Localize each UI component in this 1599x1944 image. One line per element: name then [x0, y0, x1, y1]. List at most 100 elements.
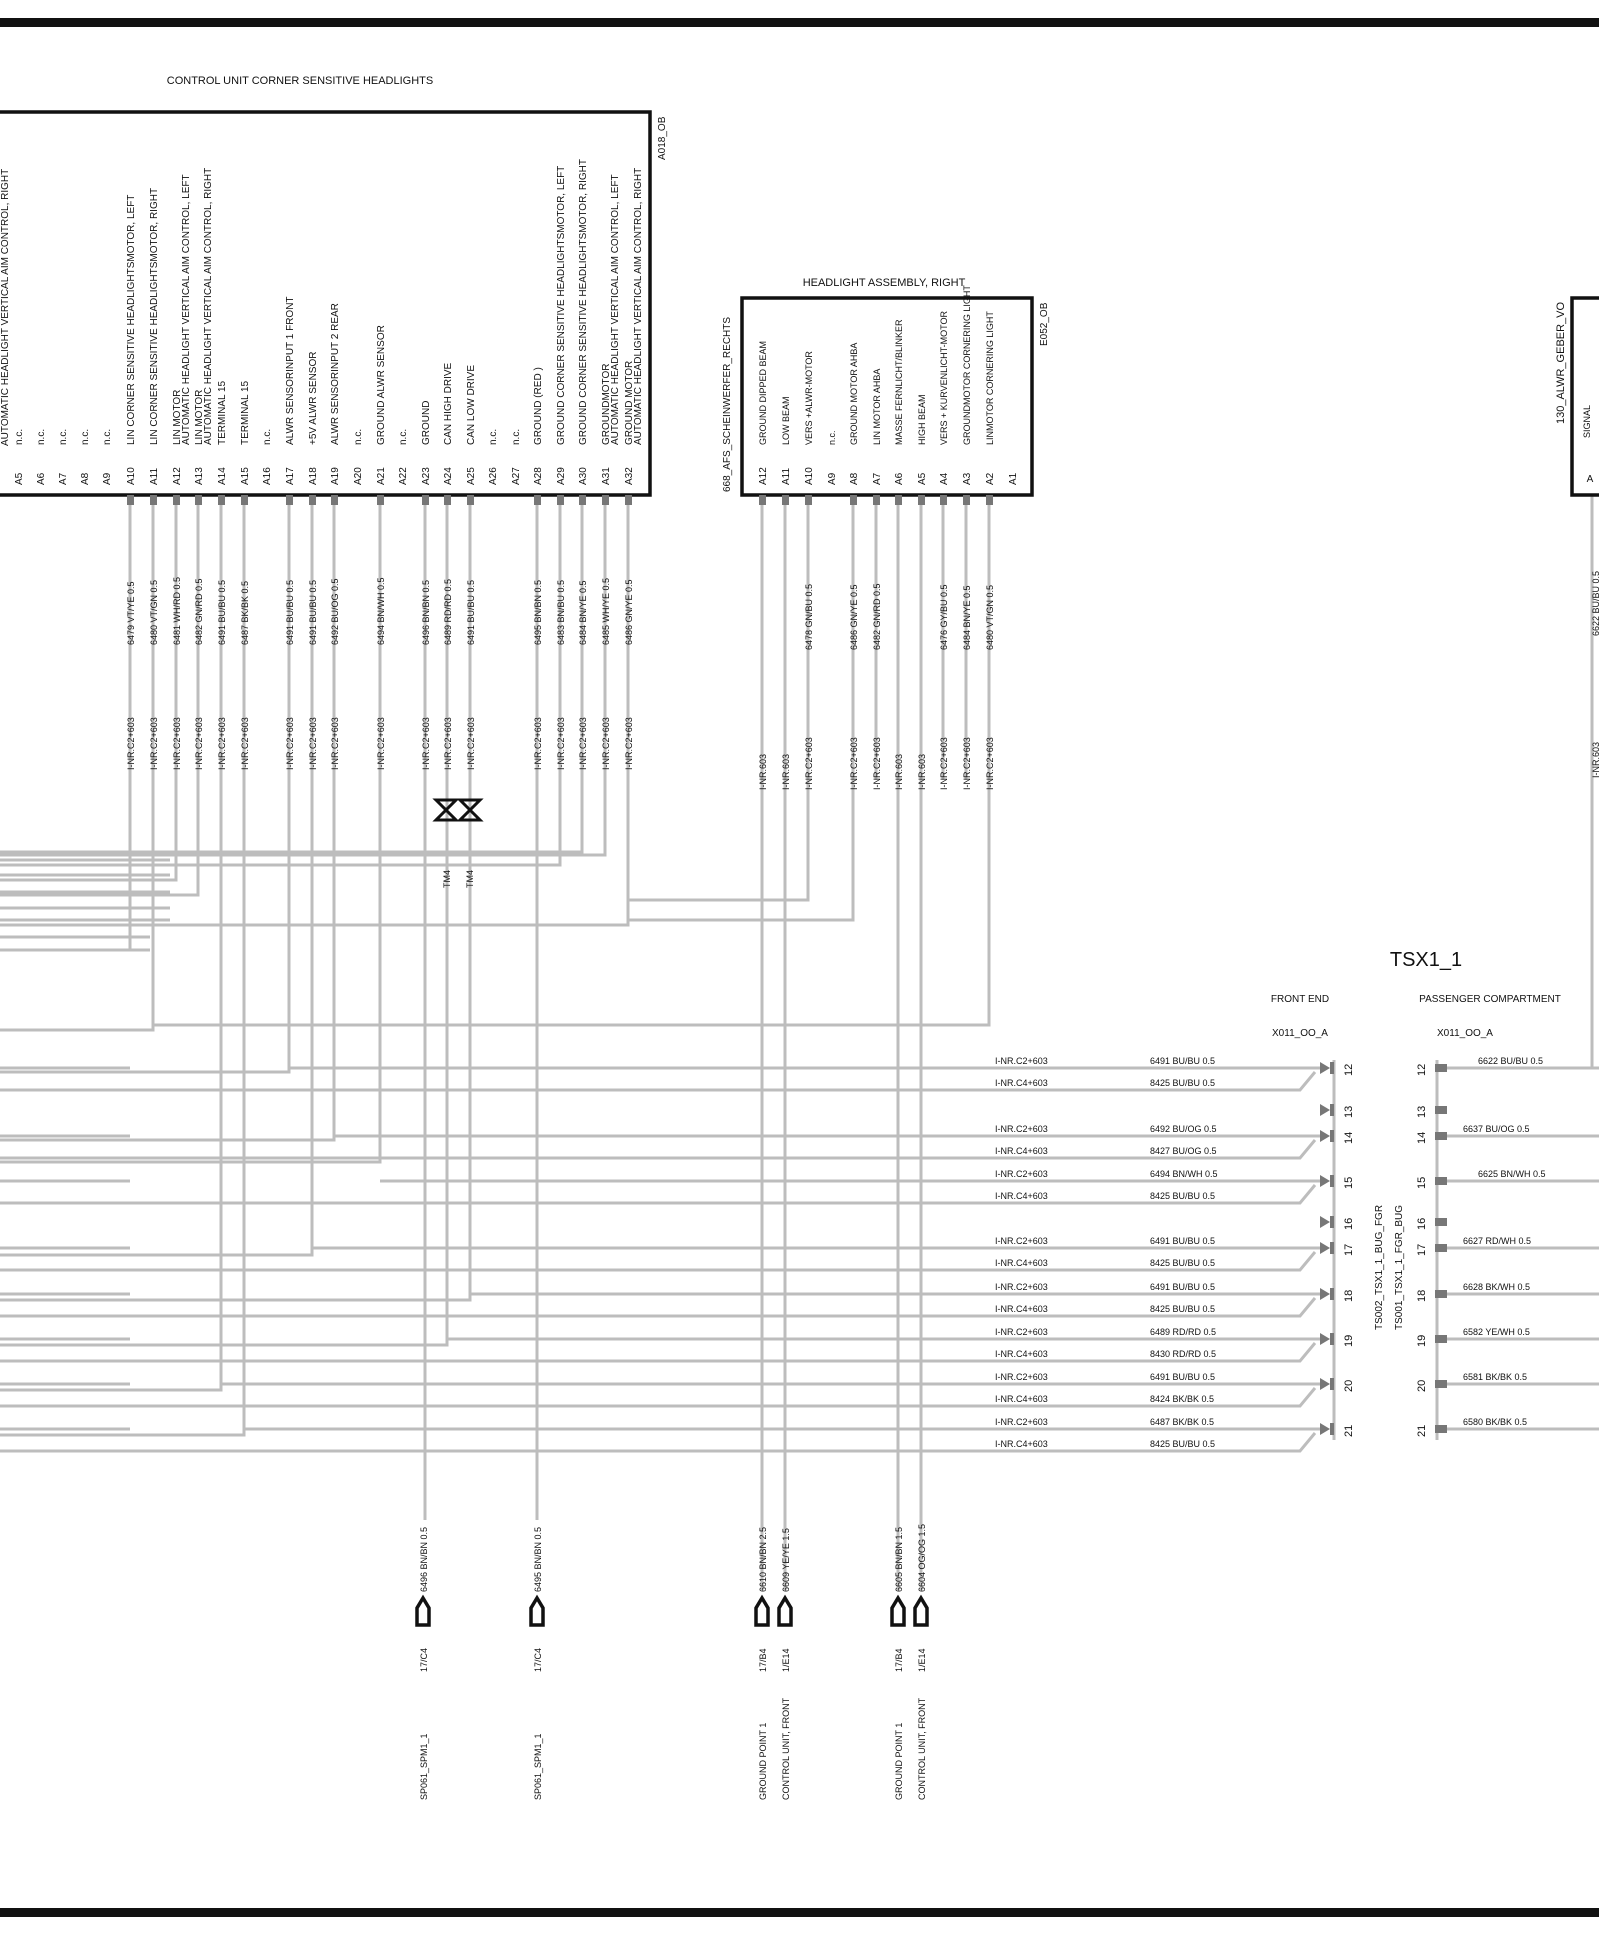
control-unit-wire-label: 6487 BK/BK 0.5 — [240, 581, 250, 645]
connector-pin-number-front: 19 — [1343, 1335, 1355, 1347]
control-unit-pin-function-2: AUTOMATIC HEADLIGHT VERTICAL AIM CONTROL… — [181, 174, 192, 445]
control-unit-wire-label: 6486 GN/YE 0.5 — [624, 579, 634, 645]
connector-pin-number-front: 15 — [1343, 1177, 1355, 1189]
sensor-inr-label: I-NR.603 — [1591, 742, 1599, 778]
connector-inr-label: I-NR.C2+603 — [995, 1056, 1048, 1066]
connector-pin-front-body — [1330, 1242, 1334, 1254]
wire — [0, 505, 630, 927]
headlight-inr-label: I-NR.603 — [781, 754, 791, 790]
control-unit-pin-function: n.c. — [511, 429, 522, 445]
headlight-box[interactable] — [740, 296, 1034, 497]
pin-terminal — [150, 495, 157, 505]
pin-terminal — [918, 495, 925, 505]
ground-symbol-icon — [777, 1594, 793, 1627]
control-unit-pin-number: A8 — [80, 472, 91, 485]
control-unit-pin-number: A18 — [308, 467, 319, 485]
control-unit-pin-function: GROUND MOTOR — [624, 361, 635, 445]
headlight-pin-function: LOW BEAM — [781, 396, 791, 445]
headlight-pin-number: A3 — [962, 472, 973, 485]
connector-inr-label: I-NR.C4+603 — [995, 1258, 1048, 1268]
control-unit-pin-number: A19 — [330, 467, 341, 485]
pin-terminal — [309, 495, 316, 505]
control-unit-inr-label: I-NR.C2+603 — [376, 717, 386, 770]
sensor-box[interactable] — [1570, 296, 1599, 497]
sensor-pin-label: A — [1587, 474, 1594, 485]
connector-passenger-wire-label: 6580 BK/BK 0.5 — [1463, 1417, 1527, 1427]
connector-inr-label: I-NR.C4+603 — [995, 1394, 1048, 1404]
connector-pin-front — [1320, 1378, 1330, 1390]
headlight-wire-label: 6482 GN/RD 0.5 — [872, 583, 882, 650]
pin-terminal — [241, 495, 248, 505]
ground-name: SP061_SPM1_1 — [419, 1733, 429, 1800]
control-unit-pin-number: A20 — [353, 467, 364, 485]
ground-wire-label: 6496 BN/BN 0.5 — [419, 1527, 429, 1592]
headlight-wire-label: 6476 GY/BU 0.5 — [939, 584, 949, 650]
connector-pin-number-front: 14 — [1343, 1132, 1355, 1144]
connector-inr-label: I-NR.C4+603 — [995, 1439, 1048, 1449]
wire — [0, 505, 200, 897]
control-unit-pin-number: A13 — [194, 467, 205, 485]
wire — [0, 505, 336, 1142]
pin-terminal — [963, 495, 970, 505]
pin-terminal — [444, 495, 451, 505]
headlight-pin-number: A10 — [804, 467, 815, 485]
control-unit-pin-function-2: AUTOMATIC HEADLIGHT VERTICAL AIM CONTROL… — [633, 168, 644, 445]
connector-pin-passenger — [1435, 1290, 1447, 1298]
headlight-wire-label: 6484 BN/YE 0.5 — [962, 585, 972, 650]
connector-pin-passenger — [1435, 1380, 1447, 1388]
connector-inr-label: I-NR.C4+603 — [995, 1191, 1048, 1201]
sensor-label: 130_ALWR_GEBER_VO — [1555, 301, 1567, 424]
control-unit-wire-label: 6496 BN/BN 0.5 — [421, 580, 431, 645]
wire — [0, 505, 132, 952]
connector-wire-label: 6491 BU/BU 0.5 — [1150, 1372, 1215, 1382]
pin-terminal — [759, 495, 766, 505]
headlight-pin-function: GROUND MOTOR AHBA — [849, 343, 859, 445]
control-unit-pin-function: n.c. — [353, 429, 364, 445]
connector-passenger-wire-label: 6637 BU/OG 0.5 — [1463, 1124, 1530, 1134]
connector-pin-number-front: 13 — [1343, 1106, 1355, 1118]
ground-reference: 1/E14 — [781, 1648, 791, 1672]
headlight-side-label: 668_AFS_SCHEINWERFER_RECHTS — [722, 317, 733, 492]
wire — [0, 505, 382, 1164]
connector-pin-passenger — [1435, 1244, 1447, 1252]
connector-wire-label: 8425 BU/BU 0.5 — [1150, 1439, 1215, 1449]
connector-pin-front-body — [1330, 1104, 1334, 1116]
connector-pin-front-body — [1330, 1216, 1334, 1228]
wire-layer — [0, 495, 1599, 1590]
pin-terminal — [286, 495, 293, 505]
control-unit-pin-number: A15 — [240, 467, 251, 485]
control-unit-pin-number: A17 — [285, 467, 296, 485]
control-unit-pin-number: A30 — [578, 467, 589, 485]
connector-passenger-wire-label: 6622 BU/BU 0.5 — [1478, 1056, 1543, 1066]
control-unit-wire-label: 6494 BN/WH 0.5 — [376, 577, 386, 645]
control-unit-pin-function: GROUND — [421, 401, 432, 445]
connector-pin-front — [1320, 1288, 1330, 1300]
connector-pin-front — [1320, 1062, 1330, 1074]
headlight-pin-function: LINMOTOR CORNERING LIGHT — [985, 311, 995, 445]
pin-terminal — [422, 495, 429, 505]
pin-terminal — [579, 495, 586, 505]
ground-reference: 1/E14 — [917, 1648, 927, 1672]
connector-passenger-wire-label: 6581 BK/BK 0.5 — [1463, 1372, 1527, 1382]
pin-terminal — [127, 495, 134, 505]
ground-name: CONTROL UNIT, FRONT — [917, 1697, 927, 1800]
control-unit-pin-number: A11 — [149, 468, 160, 485]
control-unit-pin-function: CAN HIGH DRIVE — [443, 362, 454, 445]
headlight-pin-number: A7 — [872, 472, 883, 485]
connector-pin-number-passenger: 17 — [1416, 1244, 1428, 1256]
connector-pin-number-front: 21 — [1343, 1425, 1355, 1437]
pin-terminal — [850, 495, 857, 505]
connector-pin-number-front: 17 — [1343, 1244, 1355, 1256]
connector-pin-number-passenger: 12 — [1416, 1064, 1428, 1076]
control-unit-pin-number: A5 — [14, 472, 25, 485]
control-unit-box[interactable] — [0, 110, 652, 497]
ground-symbol-icon — [415, 1594, 431, 1627]
connector-wire-label: 8425 BU/BU 0.5 — [1150, 1304, 1215, 1314]
connector-pin-front — [1320, 1130, 1330, 1142]
control-unit-pin-function: n.c. — [102, 429, 113, 445]
control-unit-wire-label: 6495 BN/BN 0.5 — [533, 580, 543, 645]
connector-passenger-wire-label: 6627 RD/WH 0.5 — [1463, 1236, 1531, 1246]
ground-symbol-icon — [913, 1594, 929, 1627]
control-unit-inr-label: I-NR.C2+603 — [330, 717, 340, 770]
